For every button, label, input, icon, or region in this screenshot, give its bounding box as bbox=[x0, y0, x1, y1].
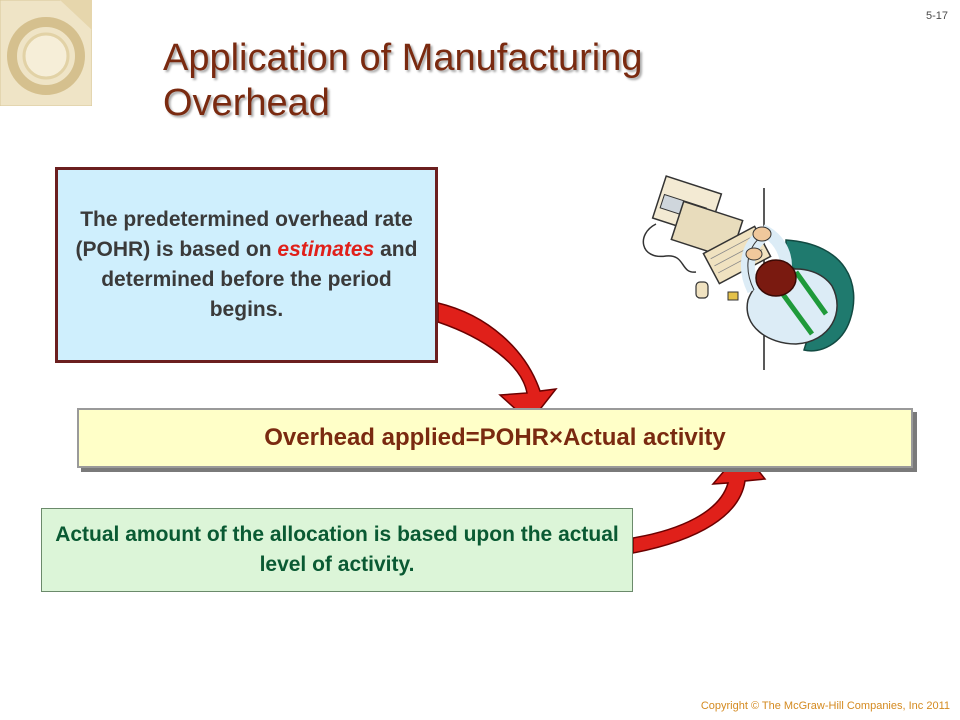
slide-title: Application of Manufacturing Overhead bbox=[163, 36, 863, 126]
formula-equals: = bbox=[465, 424, 480, 451]
formula-times: × bbox=[549, 424, 564, 451]
arrow-estimates-to-formula bbox=[437, 302, 558, 424]
formula-middle: POHR bbox=[479, 424, 549, 451]
overhead-formula-box: Overhead applied = POHR × Actual activit… bbox=[77, 408, 913, 468]
title-line-1: Application of Manufacturing bbox=[163, 37, 643, 79]
pohr-estimate-text: The predetermined overhead rate (POHR) i… bbox=[68, 205, 425, 325]
pohr-text-before: The predetermined overhead rate (POHR) i… bbox=[75, 208, 413, 261]
pohr-text-after: and determined before the period begins. bbox=[101, 238, 418, 321]
actual-allocation-text: Actual amount of the allocation is based… bbox=[55, 523, 619, 576]
title-line-2: Overhead bbox=[163, 82, 330, 124]
copyright-notice: Copyright © The McGraw-Hill Companies, I… bbox=[700, 700, 950, 712]
pohr-emphasis-estimates: estimates bbox=[277, 238, 375, 261]
computer-worker-clipart bbox=[642, 175, 855, 370]
pohr-estimate-box: The predetermined overhead rate (POHR) i… bbox=[55, 167, 438, 363]
corner-logo bbox=[0, 0, 92, 106]
slide-number: 5-17 bbox=[925, 10, 948, 22]
formula-left: Overhead applied bbox=[264, 424, 466, 451]
actual-allocation-box: Actual amount of the allocation is based… bbox=[41, 508, 633, 592]
formula-right: Actual activity bbox=[563, 424, 726, 451]
